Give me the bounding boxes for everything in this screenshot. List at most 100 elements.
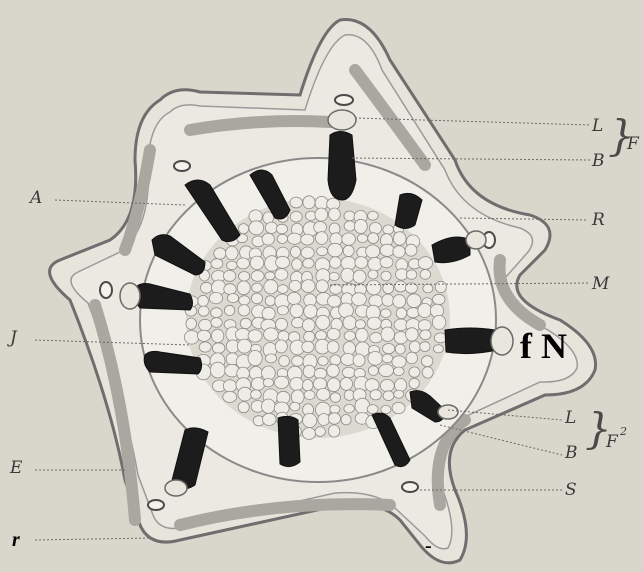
pith-cell	[227, 261, 238, 270]
pith-cell	[265, 354, 276, 363]
pith-cell	[250, 256, 264, 270]
pith-cell	[199, 319, 212, 331]
pith-cell	[383, 225, 394, 234]
pith-cell	[367, 405, 378, 414]
pith-cell	[420, 270, 431, 280]
pith-cell	[251, 271, 264, 282]
pith-cell	[199, 342, 211, 352]
pith-cell	[433, 294, 445, 304]
pith-cell	[252, 283, 263, 292]
cap-bottom-left	[165, 480, 187, 496]
pith-cell	[370, 390, 382, 400]
pith-cell	[303, 259, 314, 269]
pith-cell	[394, 390, 404, 398]
pith-cell	[197, 330, 210, 341]
pith-cell	[407, 308, 419, 318]
pith-cell	[380, 380, 394, 392]
pith-cell	[302, 428, 315, 440]
pith-cell	[237, 258, 250, 269]
cap-right	[491, 327, 513, 355]
pith-cell	[330, 257, 341, 269]
pith-cell	[342, 233, 356, 245]
pith-cell	[211, 318, 222, 328]
pith-cell	[395, 379, 407, 392]
pith-cell	[327, 341, 339, 353]
pith-cell	[354, 219, 367, 233]
pith-cell	[303, 413, 317, 427]
pith-cell	[275, 269, 288, 281]
duct-bottom-left	[148, 500, 164, 510]
label-R: R	[592, 212, 605, 229]
pith-cell	[328, 425, 339, 437]
pith-cell	[318, 414, 330, 426]
label-L-upper: L	[592, 118, 603, 135]
cap-left	[120, 283, 140, 309]
pith-cell	[423, 284, 433, 293]
pith-cell	[302, 341, 314, 352]
pith-cell	[341, 268, 354, 282]
pith-cell	[262, 366, 276, 380]
label-J: J	[10, 330, 17, 347]
pith-cell	[341, 415, 351, 425]
pith-cell	[368, 366, 378, 376]
pith-cell	[301, 247, 314, 258]
pith-cell	[352, 293, 367, 306]
leader-r	[35, 538, 150, 540]
pith-cell	[392, 402, 405, 413]
pith-cell	[223, 270, 235, 281]
label-L-lower: L	[565, 410, 576, 427]
pith-cell	[303, 196, 315, 209]
pith-cell	[355, 320, 365, 329]
pith-cell	[380, 244, 394, 256]
pith-cell	[277, 306, 288, 315]
pith-cell	[382, 354, 393, 363]
pith-cell	[276, 224, 287, 234]
pith-cell	[238, 387, 252, 401]
pith-cell	[344, 331, 355, 341]
pith-cell	[327, 364, 339, 377]
pith-cell	[226, 246, 238, 259]
pith-cell	[314, 368, 327, 379]
pith-cell	[406, 352, 417, 364]
pith-cell	[210, 362, 225, 378]
pith-cell	[396, 308, 407, 319]
pith-cell	[227, 294, 238, 303]
pith-cell	[395, 281, 407, 292]
pith-cell	[277, 234, 287, 243]
pith-cell	[353, 354, 365, 367]
pith-cell	[317, 388, 330, 400]
pith-cell	[315, 208, 328, 221]
label-M: M	[592, 276, 609, 293]
pith-cell	[382, 294, 394, 306]
pith-cell	[240, 318, 251, 328]
pith-cell	[290, 197, 302, 208]
pith-cell	[276, 256, 290, 268]
pith-cell	[201, 282, 213, 293]
pith-cell	[238, 305, 250, 316]
pith-cell	[238, 402, 249, 413]
pith-cell	[291, 390, 304, 404]
pith-cell	[288, 233, 302, 244]
pith-cell	[276, 318, 288, 330]
pith-cell	[380, 257, 393, 268]
pith-cell	[251, 390, 262, 399]
pith-cell	[262, 399, 276, 413]
pith-cell	[435, 281, 446, 292]
pith-cell	[186, 318, 197, 329]
pith-cell	[304, 305, 318, 319]
pith-cell	[418, 303, 432, 317]
pith-cell	[287, 292, 301, 304]
pith-cell	[251, 293, 262, 304]
label-B-lower: B	[565, 445, 578, 462]
pith-cell	[327, 328, 340, 339]
bundle-right	[445, 328, 497, 354]
pith-cell	[367, 280, 381, 295]
pith-cell	[290, 304, 303, 318]
pith-cell	[301, 234, 314, 245]
pith-cell	[279, 356, 290, 367]
pith-cell	[343, 316, 356, 330]
pith-cell	[353, 270, 366, 283]
pith-cell	[292, 318, 304, 328]
pith-cell	[328, 413, 340, 424]
pith-cell	[433, 345, 443, 353]
